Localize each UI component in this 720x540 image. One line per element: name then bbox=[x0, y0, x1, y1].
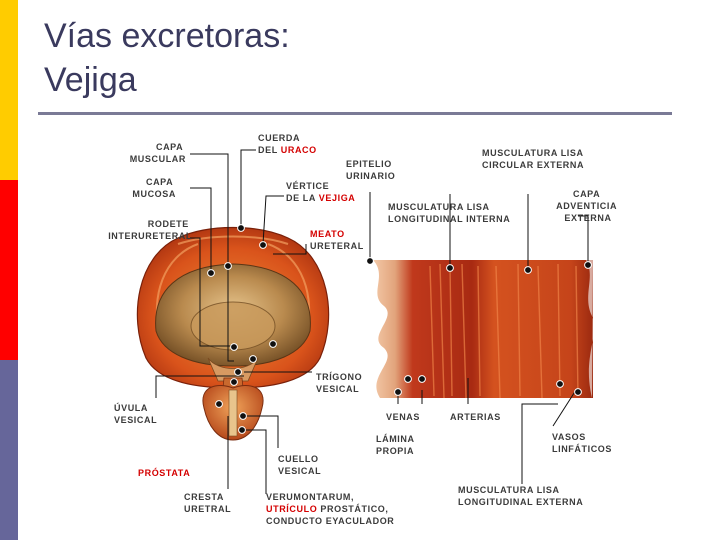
label-venas: VENAS bbox=[386, 412, 420, 422]
label-capa-mucosa: CAPA MUCOSA bbox=[132, 177, 176, 199]
label-cuello-vesical: CUELLO VESICAL bbox=[278, 454, 322, 476]
label-arterias: ARTERIAS bbox=[450, 412, 501, 422]
label-capa-adventicia: CAPA ADVENTICIA EXTERNA bbox=[556, 189, 620, 223]
label-prostata: PRÓSTATA bbox=[138, 467, 190, 478]
label-rodete: RODETE INTERURETERAL bbox=[108, 219, 192, 241]
label-meato-ureteral: MEATO URETERAL bbox=[310, 229, 364, 251]
label-verumontanum: VERUMONTARUM, UTRÍCULO PROSTÁTICO, CONDU… bbox=[266, 492, 394, 526]
sidebar-red-block bbox=[0, 180, 18, 360]
label-musc-long-interna: MUSCULATURA LISA LONGITUDINAL INTERNA bbox=[388, 202, 510, 224]
urethra-channel bbox=[229, 390, 237, 436]
label-musc-circular-externa: MUSCULATURA LISA CIRCULAR EXTERNA bbox=[482, 148, 586, 170]
label-capa-muscular: CAPA MUSCULAR bbox=[130, 142, 186, 164]
label-uvula-vesical: ÚVULA VESICAL bbox=[114, 402, 157, 425]
bladder-illustration bbox=[137, 228, 328, 441]
title-divider bbox=[38, 112, 672, 115]
label-cuerda-uraco: CUERDA DEL URACO bbox=[258, 133, 317, 155]
label-lamina-propia: LÁMINA PROPIA bbox=[376, 434, 417, 456]
label-trigono-vesical: TRÍGONO VESICAL bbox=[316, 372, 365, 394]
sidebar-purple-block bbox=[0, 360, 18, 540]
label-epitelio-urinario: EPITELIO URINARIO bbox=[346, 159, 395, 181]
sidebar-yellow-block bbox=[0, 0, 18, 180]
label-vertice-vejiga: VÉRTICE DE LA VEJIGA bbox=[286, 181, 355, 203]
label-cresta-uretral: CRESTA URETRAL bbox=[184, 492, 231, 514]
slide-title-line-2: Vejiga bbox=[44, 58, 290, 102]
slide-title: Vías excretoras: Vejiga bbox=[44, 14, 290, 102]
slide-sidebar bbox=[0, 0, 18, 540]
label-vasos-linfaticos: VASOS LINFÁTICOS bbox=[552, 432, 612, 454]
label-musc-long-externa: MUSCULATURA LISA LONGITUDINAL EXTERNA bbox=[458, 485, 583, 507]
slide-title-line-1: Vías excretoras: bbox=[44, 14, 290, 58]
bladder-anatomy-figure: CAPA MUSCULAR CAPA MUCOSA RODETE INTERUR… bbox=[98, 126, 628, 536]
bladder-mucosa-fold bbox=[191, 302, 275, 350]
